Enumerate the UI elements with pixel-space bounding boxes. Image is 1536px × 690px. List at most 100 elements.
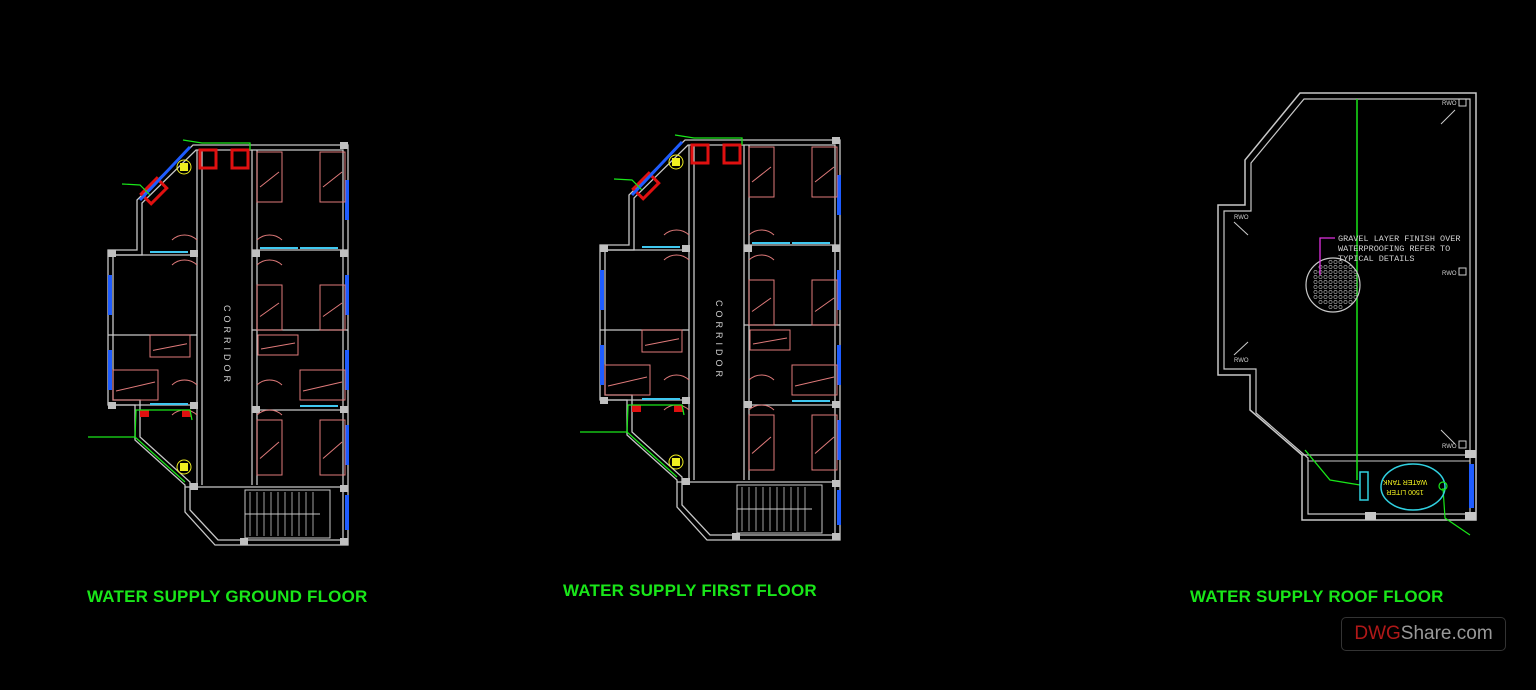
watermark-part1: DWG bbox=[1354, 623, 1401, 644]
rwo-label: RWO bbox=[1442, 444, 1457, 450]
roof-floor-plan: GRAVEL LAYER FINISH OVER WATERPROOFING R… bbox=[1217, 92, 1477, 536]
gravel-dot bbox=[1328, 260, 1333, 264]
toilet-fixture bbox=[722, 143, 742, 165]
bed bbox=[256, 284, 283, 331]
window bbox=[600, 270, 604, 310]
window bbox=[345, 350, 349, 390]
column bbox=[340, 538, 348, 545]
bed bbox=[748, 146, 775, 198]
gravel-dot bbox=[1338, 300, 1343, 304]
gravel-dot bbox=[1343, 285, 1348, 289]
gravel-dot bbox=[1323, 280, 1328, 284]
gravel-dot bbox=[1323, 295, 1328, 299]
gravel-note-line-3: TYPICAL DETAILS bbox=[1338, 254, 1415, 264]
window bbox=[837, 175, 841, 215]
gravel-dot bbox=[1328, 275, 1333, 279]
bed-sheet bbox=[794, 376, 835, 387]
gravel-dot bbox=[1328, 280, 1333, 284]
gravel-dot bbox=[1348, 265, 1353, 269]
supply-pipe-branch bbox=[1304, 449, 1361, 486]
column bbox=[832, 245, 840, 252]
column bbox=[340, 250, 348, 257]
gravel-dot bbox=[1313, 290, 1318, 294]
rwo-drain: RWO bbox=[1233, 215, 1249, 236]
gravel-hatch-pattern bbox=[1313, 260, 1358, 309]
bed-sheet bbox=[302, 381, 343, 392]
gravel-dot bbox=[1318, 275, 1323, 279]
gravel-dot bbox=[1338, 295, 1343, 299]
gravel-dot bbox=[1343, 270, 1348, 274]
gravel-dot bbox=[1333, 270, 1338, 274]
supply-pipe bbox=[626, 404, 685, 433]
gravel-dot bbox=[1338, 270, 1343, 274]
supply-pipe bbox=[121, 183, 151, 196]
column bbox=[252, 250, 260, 257]
column bbox=[190, 402, 198, 409]
bed bbox=[319, 419, 346, 476]
gravel-dot bbox=[1328, 265, 1333, 269]
gravel-dot bbox=[1353, 270, 1358, 274]
gravel-dot bbox=[1348, 280, 1353, 284]
bed bbox=[149, 334, 191, 358]
bed bbox=[257, 334, 299, 356]
column bbox=[1365, 512, 1376, 520]
door-swing bbox=[256, 259, 283, 266]
bed bbox=[641, 329, 683, 353]
bed bbox=[748, 414, 775, 471]
water-heater bbox=[176, 159, 192, 175]
bed-sheet bbox=[115, 381, 156, 392]
supply-pipe bbox=[134, 409, 193, 438]
bed bbox=[299, 369, 346, 401]
gravel-dot bbox=[1328, 305, 1333, 309]
sink-fixture bbox=[674, 405, 683, 412]
gravel-note-line-1: GRAVEL LAYER FINISH OVER bbox=[1338, 234, 1460, 244]
bed bbox=[256, 151, 283, 203]
column bbox=[832, 137, 840, 144]
door-swing bbox=[663, 254, 690, 261]
rwo-label: RWO bbox=[1234, 358, 1249, 364]
water-heater-body bbox=[180, 163, 188, 171]
door-swing bbox=[256, 234, 283, 241]
gravel-dot bbox=[1318, 295, 1323, 299]
window bbox=[600, 345, 604, 385]
door-swing bbox=[171, 234, 198, 241]
bed-sheet bbox=[322, 171, 343, 188]
bed-sheet bbox=[814, 166, 835, 183]
column bbox=[108, 250, 116, 257]
supply-pipe bbox=[88, 436, 186, 483]
bed bbox=[748, 279, 775, 326]
window bbox=[108, 350, 112, 390]
shower-fixture bbox=[139, 176, 169, 206]
roof-window bbox=[1469, 464, 1474, 508]
sink-fixture bbox=[632, 405, 641, 412]
water-heater-body bbox=[672, 458, 680, 466]
bed bbox=[256, 419, 283, 476]
window bbox=[345, 275, 349, 315]
gravel-dot bbox=[1328, 300, 1333, 304]
gravel-dot bbox=[1338, 305, 1343, 309]
supply-pipe bbox=[580, 431, 678, 478]
door-swing bbox=[748, 374, 775, 381]
gravel-dot bbox=[1333, 305, 1338, 309]
tank-label-line-2: WATER TANK bbox=[1382, 478, 1427, 485]
supply-pipe bbox=[613, 178, 643, 191]
window bbox=[108, 275, 112, 315]
tank-outlet bbox=[1438, 481, 1448, 491]
gravel-dot bbox=[1318, 300, 1323, 304]
ground-floor-title: WATER SUPPLY GROUND FLOOR bbox=[87, 587, 368, 606]
column bbox=[832, 480, 840, 487]
shower-fixture bbox=[631, 171, 661, 201]
sink-fixture bbox=[182, 410, 191, 417]
door-swing bbox=[663, 229, 690, 236]
bed-sheet bbox=[751, 436, 772, 454]
bed bbox=[319, 151, 346, 203]
supply-pipe bbox=[182, 139, 251, 150]
door-swing bbox=[171, 259, 198, 266]
gravel-dot bbox=[1313, 270, 1318, 274]
column bbox=[832, 533, 840, 540]
gravel-dot bbox=[1328, 270, 1333, 274]
gravel-dot bbox=[1333, 300, 1338, 304]
gravel-dot bbox=[1343, 300, 1348, 304]
rwo-drain: RWO bbox=[1440, 429, 1467, 450]
column bbox=[732, 533, 740, 540]
